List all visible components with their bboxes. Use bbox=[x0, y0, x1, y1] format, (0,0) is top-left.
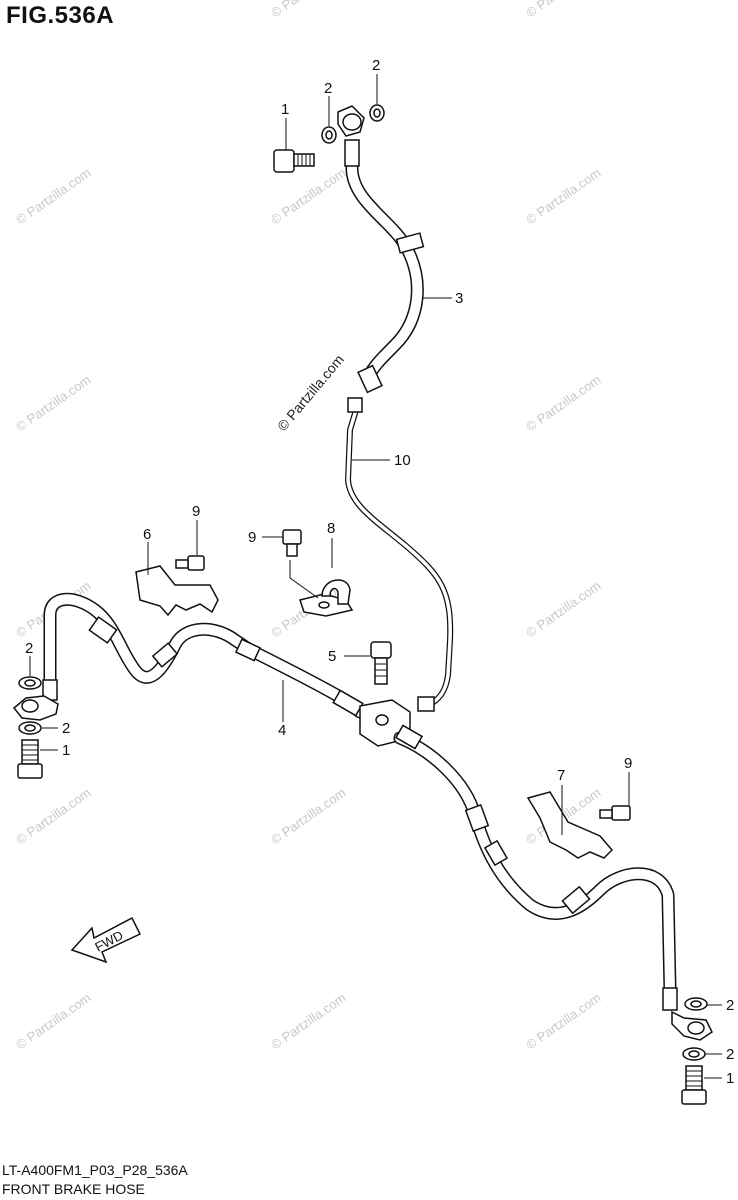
callout-bolt-top: 1 bbox=[281, 101, 289, 118]
pipe-nut-bottom bbox=[417, 696, 435, 712]
watermark: © Partzilla.com bbox=[13, 990, 93, 1053]
hose-fitting bbox=[332, 689, 364, 717]
watermark: © Partzilla.com bbox=[13, 785, 93, 848]
callout-bracket-left: 6 bbox=[143, 526, 151, 543]
hose-fitting bbox=[394, 724, 424, 750]
watermark: © Partzilla.com bbox=[268, 785, 348, 848]
watermark: © Partzilla.com bbox=[268, 0, 348, 20]
right-bracket-bolt bbox=[599, 805, 631, 821]
callout-bolt-clamp: 9 bbox=[248, 529, 256, 546]
right-bracket bbox=[526, 791, 614, 859]
hose-sleeve bbox=[483, 839, 509, 867]
callout-bolt-joint: 5 bbox=[328, 648, 336, 665]
brake-pipe bbox=[345, 397, 454, 712]
figure-caption: FRONT BRAKE HOSE bbox=[2, 1181, 145, 1197]
right-banjo-fitting bbox=[671, 1010, 713, 1041]
pipe-nut-top bbox=[347, 397, 363, 413]
joint-bolt bbox=[370, 641, 392, 685]
top-banjo-bolt bbox=[273, 149, 315, 173]
callout-washer-right-b: 2 bbox=[726, 1046, 734, 1063]
washer-top-a-hole bbox=[325, 130, 333, 140]
upper-brake-hose bbox=[337, 105, 425, 394]
figure-title: FIG.536A bbox=[6, 2, 115, 29]
callout-hose-left: 4 bbox=[278, 722, 286, 739]
hose-fitting-right bbox=[662, 987, 678, 1011]
watermark: © Partzilla.com bbox=[268, 990, 348, 1053]
callout-washer-top-a: 2 bbox=[324, 80, 332, 97]
hose-clip bbox=[561, 885, 591, 915]
left-bracket-bolt bbox=[175, 555, 205, 571]
washer-top-b-hole bbox=[373, 108, 381, 118]
washer-right-a-hole bbox=[690, 1000, 702, 1008]
watermark-center: © Partzilla.com bbox=[274, 351, 347, 434]
callouts: 1 2 2 3 10 9 8 9 6 5 4 2 2 1 7 9 2 2 1 bbox=[25, 57, 734, 1087]
hose-sleeve bbox=[151, 642, 179, 668]
callout-pipe: 10 bbox=[394, 452, 411, 469]
callout-washer-top-b: 2 bbox=[372, 57, 380, 74]
hose-sleeve bbox=[395, 232, 425, 254]
washer-left-a-hole bbox=[24, 679, 36, 687]
callout-hose-upper: 3 bbox=[455, 290, 463, 307]
watermark: © Partzilla.com bbox=[523, 0, 603, 20]
callout-washer-left-b: 2 bbox=[62, 720, 70, 737]
right-banjo-bolt bbox=[681, 1065, 707, 1105]
watermark: © Partzilla.com bbox=[268, 165, 348, 228]
leader-lines bbox=[29, 74, 722, 1079]
watermark: © Partzilla.com bbox=[13, 165, 93, 228]
callout-bolt-left: 1 bbox=[62, 742, 70, 759]
left-bracket bbox=[135, 565, 219, 617]
callout-washer-right-a: 2 bbox=[726, 997, 734, 1014]
callout-bracket-right: 7 bbox=[557, 767, 565, 784]
hose-fitting-top bbox=[344, 139, 360, 167]
callout-bolt-right: 1 bbox=[726, 1070, 734, 1087]
banjo-fitting-top bbox=[337, 105, 365, 137]
hose-sleeve bbox=[464, 803, 490, 833]
watermark: © Partzilla.com bbox=[523, 372, 603, 435]
callout-bolt-bracket-right: 9 bbox=[624, 755, 632, 772]
washer-right-b-hole bbox=[688, 1050, 700, 1058]
watermark: © Partzilla.com bbox=[13, 372, 93, 435]
left-banjo-fitting bbox=[12, 695, 59, 721]
hose-fitting-bottom bbox=[357, 364, 383, 394]
fwd-arrow: FWD bbox=[70, 916, 142, 964]
right-brake-hose bbox=[393, 724, 678, 1011]
clamp-bolt bbox=[282, 529, 302, 557]
callout-bolt-bracket-left: 9 bbox=[192, 503, 200, 520]
watermark: © Partzilla.com bbox=[523, 165, 603, 228]
left-banjo-bolt bbox=[17, 739, 43, 779]
left-brake-hose bbox=[42, 592, 367, 719]
watermark: © Partzilla.com bbox=[523, 990, 603, 1053]
hose-clamp bbox=[299, 579, 354, 617]
washer-left-b-hole bbox=[24, 724, 36, 732]
watermark: © Partzilla.com bbox=[523, 578, 603, 641]
callout-washer-left-a: 2 bbox=[25, 640, 33, 657]
fwd-label: FWD bbox=[92, 928, 125, 955]
hose-sleeve bbox=[234, 638, 262, 662]
figure-code: LT-A400FM1_P03_P28_536A bbox=[2, 1162, 188, 1178]
callout-clamp: 8 bbox=[327, 520, 335, 537]
hose-clip bbox=[88, 616, 118, 644]
